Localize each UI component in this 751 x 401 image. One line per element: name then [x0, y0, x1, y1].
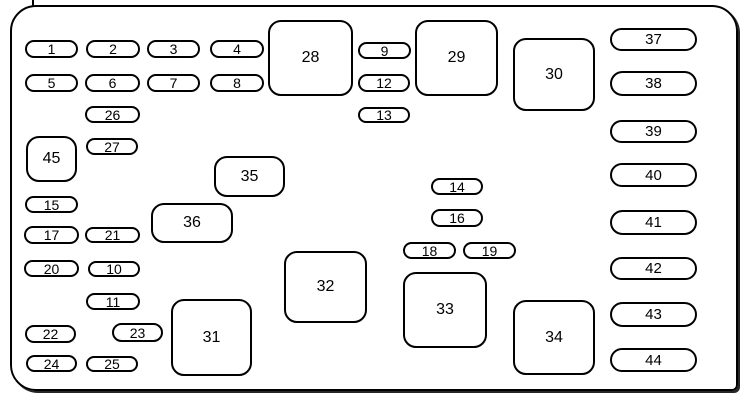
fuse-19: 19 [463, 242, 516, 259]
relay-34: 34 [513, 300, 595, 375]
fuse-26: 26 [85, 106, 140, 123]
fuse-23: 23 [112, 323, 163, 342]
fuse-8: 8 [210, 74, 264, 92]
relay-31: 31 [171, 299, 252, 376]
fuse-20: 20 [24, 260, 79, 277]
relay-36: 36 [151, 203, 233, 243]
fuse-24: 24 [26, 355, 77, 372]
relay-45: 45 [26, 136, 77, 182]
fuse-12: 12 [358, 74, 410, 92]
panel-outline [10, 5, 738, 391]
fuse-27: 27 [86, 138, 138, 155]
fuse-9: 9 [358, 42, 411, 59]
fuse-7: 7 [147, 74, 200, 92]
fuse-6: 6 [85, 74, 140, 92]
top-left-tick-mark [32, 0, 34, 7]
fuse-4: 4 [210, 40, 264, 58]
fuse-40: 40 [610, 163, 697, 187]
fuse-14: 14 [431, 178, 483, 195]
fuse-42: 42 [610, 257, 697, 280]
fuse-22: 22 [25, 325, 76, 343]
fuse-37: 37 [610, 28, 697, 51]
fuse-44: 44 [610, 348, 697, 372]
relay-35: 35 [214, 156, 285, 197]
relay-28: 28 [268, 20, 353, 96]
relay-29: 29 [415, 20, 498, 96]
fuse-11: 11 [86, 293, 140, 310]
relay-30: 30 [513, 38, 595, 111]
fuse-21: 21 [85, 227, 140, 243]
fuse-15: 15 [25, 196, 78, 213]
fuse-17: 17 [24, 226, 79, 244]
fuse-38: 38 [610, 71, 697, 96]
fuse-1: 1 [25, 40, 78, 58]
fuse-10: 10 [88, 261, 140, 277]
fuse-3: 3 [147, 40, 200, 58]
relay-32: 32 [284, 251, 367, 323]
relay-33: 33 [403, 272, 487, 348]
fuse-41: 41 [610, 210, 697, 235]
fuse-16: 16 [431, 209, 483, 227]
fuse-39: 39 [610, 120, 697, 143]
fuse-43: 43 [610, 302, 697, 327]
fuse-25: 25 [86, 356, 138, 372]
fuse-2: 2 [86, 40, 140, 58]
fuse-5: 5 [25, 74, 78, 92]
fuse-13: 13 [358, 107, 410, 123]
fuse-18: 18 [403, 242, 456, 259]
